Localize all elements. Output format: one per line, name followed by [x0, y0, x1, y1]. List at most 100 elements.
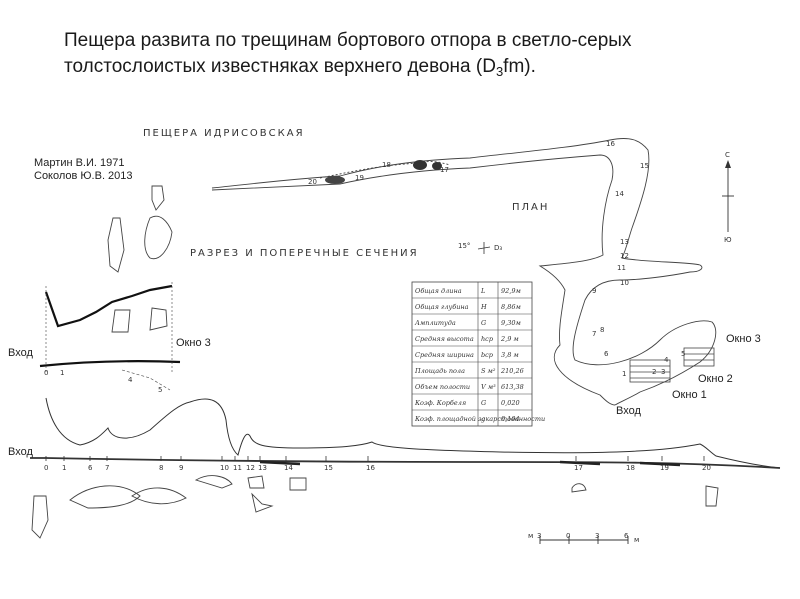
svg-text:1: 1	[622, 370, 626, 378]
plan-window-2: Окно 2	[698, 373, 733, 385]
section-station-label: 9	[179, 464, 183, 472]
upper-entrance: Вход	[8, 347, 33, 359]
svg-text:D₃: D₃	[494, 244, 502, 252]
svg-text:6: 6	[624, 532, 629, 540]
section-station-label: 14	[284, 464, 293, 472]
svg-text:5: 5	[158, 386, 162, 394]
svg-text:12: 12	[620, 252, 629, 260]
svg-text:2: 2	[652, 368, 656, 376]
table-val-0: 92,9м	[501, 287, 521, 295]
svg-text:11: 11	[617, 264, 626, 272]
caption-line-1: Пещера развита по трещинам бортового отп…	[64, 30, 632, 51]
upper-window-3: Окно 3	[176, 337, 211, 349]
plan-entrance: Вход	[616, 405, 641, 417]
table-sym-7: G	[481, 399, 486, 407]
svg-text:14: 14	[615, 190, 624, 198]
table-val-3: 2,9 м	[500, 335, 519, 343]
north-arrow: С Ю	[722, 151, 734, 244]
svg-text:4: 4	[128, 376, 133, 384]
caption: Пещера развита по трещинам бортового отп…	[64, 28, 764, 85]
svg-text:8: 8	[600, 326, 604, 334]
table-sym-0: L	[480, 287, 485, 295]
svg-text:м: м	[528, 532, 533, 540]
table-sym-6: V м³	[481, 383, 496, 391]
svg-text:5: 5	[681, 350, 685, 358]
plan-window-blocks	[629, 347, 715, 383]
section-station-label: 16	[366, 464, 375, 472]
svg-text:17: 17	[440, 166, 449, 174]
plan-window-3: Окно 3	[726, 333, 761, 345]
section-station-label: 6	[88, 464, 93, 472]
author-1: Мартин В.И. 1971	[34, 157, 124, 169]
plan-window-1: Окно 1	[672, 389, 707, 401]
section-station-label: 0	[44, 464, 48, 472]
svg-text:3: 3	[537, 532, 541, 540]
table-sym-5: S м²	[481, 367, 496, 375]
table-name-6: Объем полости	[415, 383, 470, 391]
svg-text:10: 10	[620, 279, 629, 287]
upper-profile	[39, 282, 181, 391]
section-station-label: 20	[702, 464, 711, 472]
table-sym-3: hср	[481, 335, 494, 343]
table-val-1: 8,86м	[501, 303, 521, 311]
svg-text:Ю: Ю	[724, 236, 732, 244]
svg-text:м: м	[634, 536, 639, 544]
table-name-1: Общая глубина	[415, 303, 469, 311]
section-station-label: 15	[324, 464, 333, 472]
table-name-0: Общая длина	[415, 287, 462, 295]
cross-sections-top	[107, 185, 173, 333]
svg-text:19: 19	[355, 174, 364, 182]
svg-text:0: 0	[44, 369, 48, 377]
svg-text:15: 15	[640, 162, 649, 170]
table-val-6: 613,38	[501, 383, 524, 391]
svg-text:18: 18	[382, 161, 391, 169]
table-val-2: 9,30м	[501, 319, 521, 327]
svg-text:1: 1	[60, 369, 64, 377]
section-station-label: 11	[233, 464, 242, 472]
longitudinal-section	[30, 397, 781, 469]
cross-sections-bottom	[31, 475, 719, 539]
table-val-7: 0,020	[501, 399, 520, 407]
table-sym-1: H	[480, 303, 487, 311]
section-station-label: 1	[62, 464, 66, 472]
svg-text:20: 20	[308, 178, 317, 186]
svg-text:15°: 15°	[458, 242, 470, 250]
plan-formation-2	[413, 160, 427, 170]
table-name-7: Коэф. Корбеля	[414, 399, 466, 407]
section-station-label: 19	[660, 464, 669, 472]
table-val-5: 210,26	[500, 367, 524, 375]
svg-text:9: 9	[592, 287, 596, 295]
plan-formation-3	[432, 162, 442, 170]
svg-text:0: 0	[566, 532, 570, 540]
diagram-title: ПЕЩЕРА ИДРИСОВСКАЯ	[143, 128, 305, 139]
plan-stations: 20 19 18 17 16 15 14 13 12 11 10 9 8 7 6…	[308, 140, 685, 378]
svg-text:4: 4	[664, 356, 669, 364]
table-sym-8: g	[481, 415, 485, 423]
cave-plan	[211, 138, 717, 406]
section-entrance: Вход	[8, 446, 33, 458]
section-station-label: 7	[105, 464, 109, 472]
upper-profile-stations: 0 1 4 5	[44, 369, 162, 394]
strike-symbol: 15° D₃	[458, 242, 502, 254]
table-val-4: 3,8 м	[501, 351, 519, 359]
svg-text:С: С	[725, 151, 730, 159]
svg-text:13: 13	[620, 238, 629, 246]
section-station-label: 17	[574, 464, 583, 472]
section-label: РАЗРЕЗ И ПОПЕРЕЧНЫЕ СЕЧЕНИЯ	[190, 248, 419, 259]
table-sym-4: bср	[481, 351, 494, 359]
svg-text:16: 16	[606, 140, 615, 148]
plan-formation-1	[325, 176, 345, 184]
table-name-2: Амплитуда	[414, 319, 456, 327]
author-2: Соколов Ю.В. 2013	[34, 170, 133, 182]
svg-text:3: 3	[595, 532, 599, 540]
section-station-label: 13	[258, 464, 267, 472]
section-station-label: 10	[220, 464, 229, 472]
section-station-label: 18	[626, 464, 635, 472]
table-sym-2: G	[481, 319, 486, 327]
table-name-5: Площадь пола	[414, 367, 465, 375]
caption-line-2: толстослоистых известняках верхнего дево…	[64, 56, 536, 79]
plan-label: ПЛАН	[512, 202, 549, 213]
